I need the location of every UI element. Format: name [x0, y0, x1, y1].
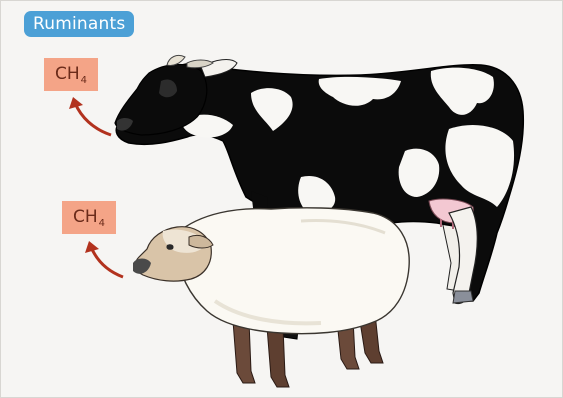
methane-label-sheep-sub: 4 [99, 218, 105, 229]
cow-methane-arrow [69, 97, 111, 135]
methane-label-sheep: CH4 [62, 201, 116, 234]
methane-label-cow-sub: 4 [81, 75, 87, 86]
methane-label-sheep-main: CH [73, 207, 98, 227]
sheep-methane-arrow [85, 241, 123, 277]
methane-label-cow: CH4 [44, 58, 98, 91]
sheep-illustration [133, 208, 409, 387]
methane-label-cow-main: CH [55, 64, 80, 84]
